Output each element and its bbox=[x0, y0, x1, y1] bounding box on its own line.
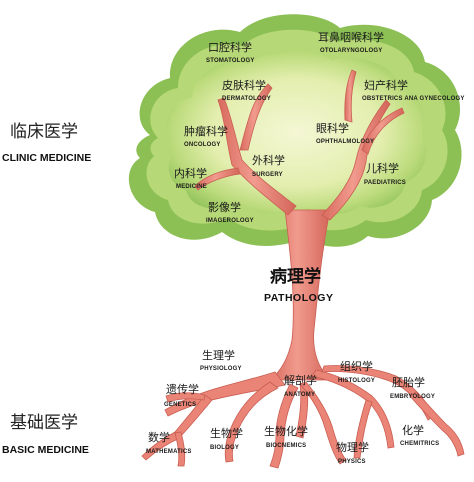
genetics-zh: 遗传学 bbox=[166, 383, 199, 396]
otolaryngology-zh: 耳鼻咽喉科学 bbox=[318, 31, 384, 44]
histology-zh: 组织学 bbox=[340, 360, 373, 373]
genetics-en: GENETICS bbox=[164, 402, 197, 408]
pathology-en: PATHOLOGY bbox=[264, 292, 334, 304]
basic-medicine-zh: 基础医学 bbox=[10, 413, 78, 433]
basic-medicine-en: BASIC MEDICINE bbox=[2, 444, 89, 456]
embryology-en: EMBRYOLOGY bbox=[390, 394, 436, 400]
chemistry-en: CHEMITRICS bbox=[400, 441, 440, 447]
mathematics-zh: 数学 bbox=[148, 431, 170, 444]
anatomy-zh: 解剖学 bbox=[284, 374, 317, 387]
ophthalmology-zh: 眼科学 bbox=[316, 122, 349, 135]
ophthalmology-en: OPHTHALMOLOGY bbox=[316, 139, 375, 145]
mathematics-en: MATHEMATICS bbox=[146, 449, 192, 455]
obstetrics-en: OBSTETRICS ANA GYNECOLOGY bbox=[362, 96, 465, 102]
surgery-zh: 外科学 bbox=[252, 154, 285, 167]
stomatology-en: STOMATOLOGY bbox=[206, 58, 255, 64]
clinic-medicine-en: CLINIC MEDICINE bbox=[2, 152, 92, 164]
biology-en: BIOLOGY bbox=[210, 445, 240, 451]
imagerology-en: IMAGEROLOGY bbox=[206, 218, 254, 224]
medicine-en: MEDICINE bbox=[176, 184, 207, 190]
dermatology-zh: 皮肤科学 bbox=[222, 79, 266, 92]
biochemistry-en: BIOCNEMICS bbox=[266, 443, 307, 449]
paediatrics-zh: 儿科学 bbox=[366, 162, 399, 175]
physiology-zh: 生理学 bbox=[202, 349, 235, 362]
chemistry-zh: 化学 bbox=[402, 424, 424, 437]
clinic-medicine-zh: 临床医学 bbox=[10, 122, 78, 142]
imagerology-zh: 影像学 bbox=[208, 201, 241, 214]
anatomy-en: ANATOMY bbox=[284, 392, 316, 398]
histology-en: HISTOLOGY bbox=[338, 378, 376, 384]
physics-zh: 物理学 bbox=[336, 441, 369, 454]
medicine-zh: 内科学 bbox=[174, 167, 207, 180]
biochemistry-zh: 生物化学 bbox=[264, 425, 308, 438]
biology-zh: 生物学 bbox=[210, 427, 243, 440]
roots bbox=[141, 365, 465, 469]
otolaryngology-en: OTOLARYNGOLOGY bbox=[320, 48, 383, 54]
oncology-zh: 肿瘤科学 bbox=[184, 125, 228, 138]
physiology-en: PHYSIOLOGY bbox=[200, 366, 242, 372]
surgery-en: SURGERY bbox=[252, 172, 283, 178]
trunk bbox=[194, 69, 405, 381]
physics-en: PHYSICS bbox=[338, 459, 366, 465]
stomatology-zh: 口腔科学 bbox=[208, 41, 252, 54]
pathology-zh: 病理学 bbox=[270, 267, 321, 287]
oncology-en: ONCOLOGY bbox=[184, 142, 221, 148]
embryology-zh: 胚胎学 bbox=[392, 376, 425, 389]
obstetrics-zh: 妇产科学 bbox=[364, 79, 408, 92]
paediatrics-en: PAEDIATRICS bbox=[364, 180, 406, 186]
dermatology-en: DERMATOLOGY bbox=[222, 96, 271, 102]
